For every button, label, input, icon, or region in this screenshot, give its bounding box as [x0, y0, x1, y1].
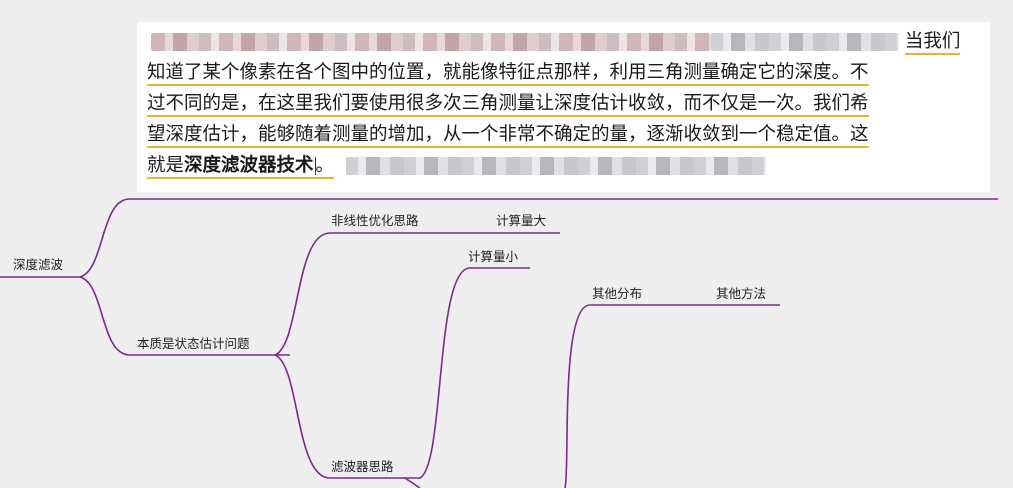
quote-line-1: 当我们: [147, 26, 980, 57]
bold-term: 深度滤波器技术: [184, 155, 314, 176]
highlighted-text: 过不同的是，在这里我们要使用很多次三角测量让深度估计收敛，而不仅是一次。我们希: [147, 93, 869, 117]
blurred-text: [345, 157, 766, 175]
branch-filter-down: [404, 477, 421, 488]
quote-line-5-suffix: 。: [315, 155, 335, 176]
branch-root-to-essence: [79, 276, 290, 356]
branch-root-to-top: [79, 198, 998, 278]
node-filter[interactable]: 滤波器思路: [331, 459, 394, 474]
branch-essence-to-filter: [274, 354, 420, 479]
quote-line-3: 过不同的是，在这里我们要使用很多次三角测量让深度估计收敛，而不仅是一次。我们希: [147, 88, 980, 119]
highlighted-text: 当我们: [904, 31, 961, 55]
quote-card: 当我们 知道了某个像素在各个图中的位置，就能像特征点那样，利用三角测量确定它的深…: [137, 22, 990, 192]
node-compute-large[interactable]: 计算量大: [496, 213, 547, 228]
node-nonlinear[interactable]: 非线性优化思路: [331, 213, 419, 228]
node-other-dist[interactable]: 其他分布: [592, 286, 643, 301]
blurred-text: [711, 33, 899, 51]
branch-other-dist: [564, 304, 780, 488]
branch-filter-to-small: [419, 267, 530, 479]
quote-line-4: 望深度估计，能够随着测量的增加，从一个非常不确定的量，逐渐收敛到一个稳定值。这: [147, 119, 980, 150]
highlighted-text: 就是深度滤波器技术。: [147, 155, 335, 179]
highlighted-text: 望深度估计，能够随着测量的增加，从一个非常不确定的量，逐渐收敛到一个稳定值。这: [147, 124, 869, 148]
node-essence[interactable]: 本质是状态估计问题: [137, 336, 250, 351]
node-other-method[interactable]: 其他方法: [716, 286, 767, 301]
highlighted-text: 知道了某个像素在各个图中的位置，就能像特征点那样，利用三角测量确定它的深度。不: [147, 62, 869, 86]
quote-text: 当我们 知道了某个像素在各个图中的位置，就能像特征点那样，利用三角测量确定它的深…: [147, 26, 980, 181]
quote-line-5-prefix: 就是: [147, 155, 185, 176]
node-root[interactable]: 深度滤波: [13, 257, 64, 272]
quote-line-2: 知道了某个像素在各个图中的位置，就能像特征点那样，利用三角测量确定它的深度。不: [147, 57, 980, 88]
blurred-text: [151, 33, 711, 51]
text-cursor: [314, 157, 316, 175]
branch-essence-to-nonlinear: [274, 232, 560, 356]
quote-line-5: 就是深度滤波器技术。: [147, 150, 980, 181]
node-compute-small[interactable]: 计算量小: [468, 249, 519, 264]
